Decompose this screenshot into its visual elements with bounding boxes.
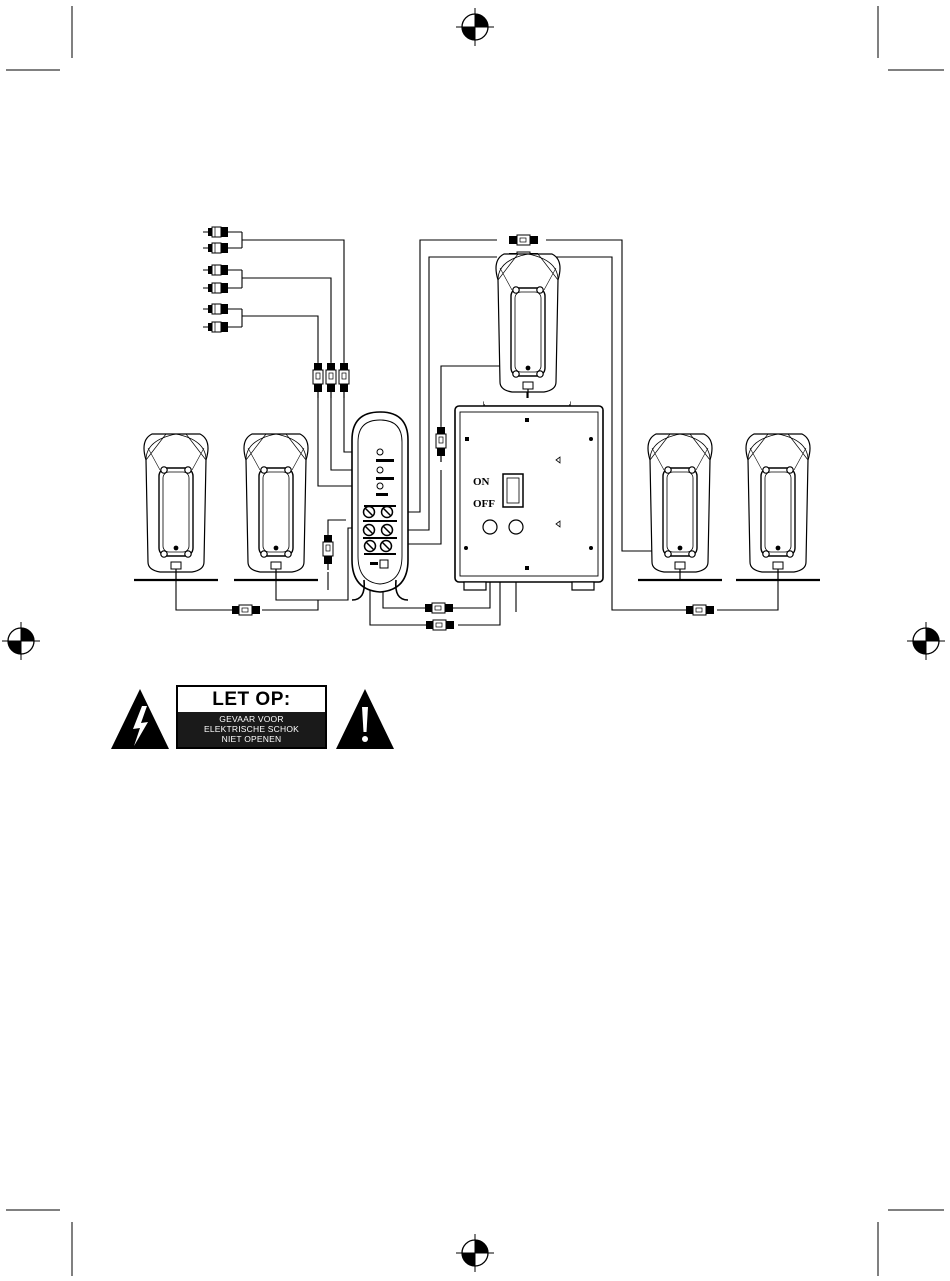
rear-right-speaker (638, 434, 722, 580)
on-label: ON (473, 476, 490, 488)
subwoofer: ON OFF (455, 399, 603, 590)
front-left-speaker (134, 434, 218, 580)
control-unit (352, 412, 408, 600)
center-speaker (484, 254, 570, 404)
registration-mark-icon (456, 1234, 494, 1272)
warning-line: NIET OPENEN (178, 734, 325, 744)
exclamation-warning-icon (336, 689, 394, 749)
warning-title: LET OP: (178, 687, 325, 712)
warning-line: ELEKTRISCHE SCHOK (178, 724, 325, 734)
registration-mark-icon (2, 622, 40, 660)
off-label: OFF (473, 498, 495, 510)
crop-marks (6, 6, 944, 1276)
registration-mark-icon (456, 8, 494, 46)
warning-text-block: GEVAAR VOOR ELEKTRISCHE SCHOK NIET OPENE… (178, 712, 325, 747)
front-right-speaker (736, 434, 820, 580)
warning-line: GEVAAR VOOR (178, 714, 325, 724)
rca-plugs-bottom (232, 603, 714, 630)
rca-plugs-input (203, 227, 242, 332)
lightning-warning-icon (111, 689, 169, 749)
rear-left-speaker (234, 434, 318, 580)
registration-mark-icon (907, 622, 945, 660)
warning-label: LET OP: GEVAAR VOOR ELEKTRISCHE SCHOK NI… (176, 685, 327, 749)
